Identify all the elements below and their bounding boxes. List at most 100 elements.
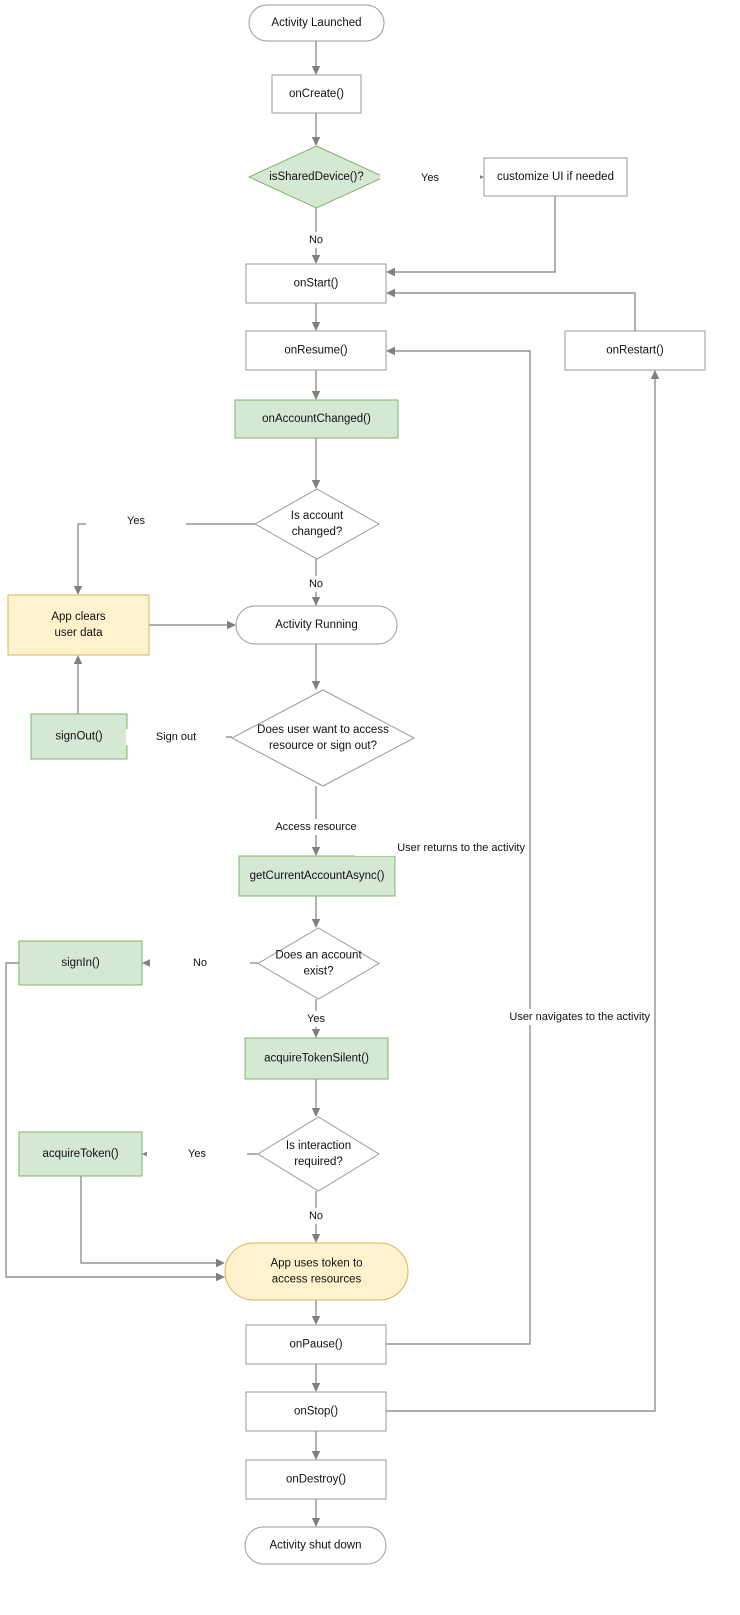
node-label: exist? [303,966,333,978]
node-onstop[interactable]: onStop() [245,1391,387,1432]
edge-e-onaccountchanged-isaccount [311,438,321,489]
edge-arrowhead [216,1272,225,1282]
node-rect[interactable] [238,855,396,897]
edge-e-silent-isinteraction [311,1079,321,1117]
node-rect[interactable] [271,74,362,114]
node-label: Is account [291,510,344,522]
edge-arrowhead [73,586,83,595]
node-rect[interactable] [245,1391,387,1432]
edge-e-customize-onstart [386,196,556,277]
edge-label-e-isshared-no-onstart: No [309,234,323,246]
edge-arrowhead [311,597,321,606]
node-rounded-rect[interactable] [235,605,398,645]
node-rect[interactable] [564,330,706,371]
edge-label-backdrop [150,955,250,971]
edge-arrowhead [142,958,151,968]
node-activity-shut-down[interactable]: Activity shut down [244,1526,387,1565]
node-rounded-rect[interactable] [244,1526,387,1565]
edge-arrowhead [311,480,321,489]
node-label: acquireToken() [42,1148,118,1160]
edge-e-running-doesuser [311,644,321,690]
node-label: Does an account [275,950,362,962]
edge-arrowhead [311,681,321,690]
node-diamond[interactable] [257,927,380,1000]
node-label: Does user want to access [257,724,389,736]
edge-e-clears-running [149,620,236,630]
node-acquiretoken[interactable]: acquireToken() [18,1131,143,1177]
node-rounded-rect[interactable] [224,1242,409,1301]
edge-label-e-doesuser-access: Access resource [275,821,356,833]
edge-label-backdrop [266,1011,366,1027]
node-label: onAccountChanged() [262,413,371,425]
edge-arrowhead [311,1451,321,1460]
edge-e-acquiretoken-usestoken [80,1176,225,1268]
edge-arrowhead [311,1029,321,1038]
node-is-shared-device[interactable]: isSharedDevice()? [247,145,386,209]
edge-e-getcurrent-doesaccount [311,896,321,928]
edge-arrowhead [311,391,321,400]
node-diamond[interactable] [247,145,386,209]
node-label: onPause() [289,1339,342,1351]
node-rect[interactable] [234,399,399,439]
node-label: Activity shut down [269,1540,361,1552]
node-signout[interactable]: signOut() [30,713,128,760]
edge-arrowhead [386,346,395,356]
edge-arrowhead [311,1383,321,1392]
edge-arrowhead [216,1258,225,1268]
edge-e-isaccount-yes-clears [73,523,255,595]
node-rect[interactable] [18,1131,143,1177]
node-label: required? [294,1156,343,1168]
edge-e-onstart-onresume [311,303,321,331]
node-rect[interactable] [483,157,628,197]
node-label: App uses token to [270,1258,362,1270]
node-rect[interactable] [245,1324,387,1365]
edge-label-backdrop [126,729,226,745]
node-app-uses-token[interactable]: App uses token to access resources [224,1242,409,1301]
node-onstart[interactable]: onStart() [245,263,387,304]
edge-label-e-isshared-yes-customize: Yes [421,172,439,184]
edge-e-onpause-onstop [311,1364,321,1392]
node-onaccountchanged[interactable]: onAccountChanged() [234,399,399,439]
edge-e-ondestroy-shutdown [311,1499,321,1527]
node-rect[interactable] [7,594,150,656]
node-getcurrentaccountasync[interactable]: getCurrentAccountAsync() [238,855,396,897]
edge-label-backdrop [147,1146,247,1162]
node-activity-launched[interactable]: Activity Launched [248,4,385,42]
node-label: access resources [272,1274,362,1286]
node-does-account-exist[interactable]: Does an account exist? [257,927,380,1000]
edge-e-onrestart-onstart [386,288,636,331]
node-acquiretokensilent[interactable]: acquireTokenSilent() [244,1037,389,1080]
edge-label-e-doesuser-signout: Sign out [156,731,196,743]
node-label: onResume() [284,345,347,357]
node-ondestroy[interactable]: onDestroy() [245,1459,387,1500]
node-customize-ui[interactable]: customize UI if needed [483,157,628,197]
node-onrestart[interactable]: onRestart() [564,330,706,371]
node-diamond[interactable] [230,689,416,787]
node-rect[interactable] [244,1037,389,1080]
node-rect[interactable] [18,940,143,986]
edge-label-backdrop [266,1208,366,1224]
node-rect[interactable] [245,1459,387,1500]
node-label: isSharedDevice()? [269,171,364,183]
node-onresume[interactable]: onResume() [245,330,387,371]
node-onpause[interactable]: onPause() [245,1324,387,1365]
node-label: onStart() [294,278,339,290]
node-rect[interactable] [245,263,387,304]
edge-e-usestoken-onpause [311,1300,321,1325]
edge-label-e-isinteraction-yes-acquire: Yes [188,1148,206,1160]
node-signin[interactable]: signIn() [18,940,143,986]
edge-arrowhead [311,847,321,856]
node-rect[interactable] [245,330,387,371]
edge-path [80,1176,217,1264]
node-activity-running[interactable]: Activity Running [235,605,398,645]
node-oncreate[interactable]: onCreate() [271,74,362,114]
node-diamond[interactable] [253,488,381,560]
node-diamond[interactable] [257,1116,380,1192]
node-label: user data [55,627,104,639]
edge-label-e-isaccount-no-running: No [309,578,323,590]
node-rounded-rect[interactable] [248,4,385,42]
